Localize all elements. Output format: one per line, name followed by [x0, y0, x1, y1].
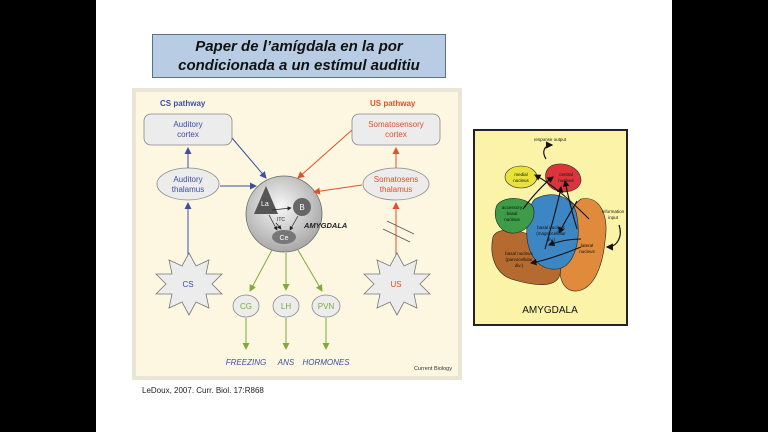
- medial-nucleus: [504, 165, 538, 189]
- ce-nucleus: [272, 230, 296, 244]
- information-input-label-2: input: [608, 215, 619, 220]
- amygdala-nuclei-diagram: response output medial nucleus central n…: [473, 129, 628, 326]
- amygdala-label: AMYGDALA: [303, 221, 347, 230]
- somatosensory-cortex-label-1: Somatosensory: [368, 120, 424, 129]
- basal-magnocellular-label-3: div.): [547, 237, 556, 242]
- la-to-ce-arrow: [268, 214, 278, 231]
- lateral-to-central-arrow: [562, 179, 578, 230]
- amygdala-title: AMYGDALA: [522, 305, 578, 316]
- pathway-break-mark-2: [382, 228, 411, 243]
- lateral-to-basal-arrow: [547, 238, 582, 247]
- auditory-thalamus-label-1: Auditory: [173, 175, 202, 184]
- hormones-label: HORMONES: [302, 358, 350, 367]
- slide-title: Paper de l’amígdala en la por condiciona…: [152, 34, 446, 78]
- basal-magnocellular-label-2: (magnocellular: [536, 231, 566, 236]
- somatosensory-thalamus-label-1: Somatosens: [374, 175, 418, 184]
- pathway-break-mark-1: [386, 220, 415, 235]
- la-nucleus: [254, 186, 278, 214]
- cs-pathway-label: CS pathway: [160, 99, 206, 108]
- response-output-arrow: [543, 141, 554, 160]
- somatosensory-thalamus-label-2: thalamus: [380, 185, 412, 194]
- response-output-label: response output: [534, 137, 567, 142]
- basal-parvocellular-label-1: basal nucleus: [505, 251, 533, 256]
- lh-label: LH: [281, 302, 291, 311]
- somatosensory-cortex-box: [351, 113, 441, 146]
- journal-label: Current Biology: [414, 366, 452, 372]
- pvn-node: [311, 294, 341, 318]
- auditory-cortex-label-2: cortex: [177, 130, 199, 139]
- b-label: B: [299, 203, 304, 212]
- us-stimulus-burst: [363, 252, 431, 316]
- medial-label-2: nucleus: [513, 178, 529, 183]
- cg-label: CG: [240, 302, 252, 311]
- cg-node: [232, 294, 260, 318]
- us-pathway-label: US pathway: [370, 99, 416, 108]
- medial-label-1: medial: [514, 172, 527, 177]
- auditory-cortex-to-amygdala-arrow: [231, 137, 267, 179]
- information-input-arrow: [605, 224, 621, 251]
- lh-node: [272, 294, 300, 318]
- accessory-to-central-arrow: [522, 176, 554, 210]
- title-line-1: Paper de l’amígdala en la por: [195, 38, 403, 55]
- fear-pathway-diagram: CS pathway US pathway Auditory cortex So…: [132, 88, 462, 380]
- auditory-cortex-label-1: Auditory: [173, 120, 202, 129]
- somatosensory-cortex-label-2: cortex: [385, 130, 407, 139]
- ce-to-cg-arrow: [249, 249, 273, 292]
- accessory-label-3: nucleus: [504, 217, 520, 222]
- b-to-ce-arrow: [289, 215, 299, 231]
- central-label-1: central: [559, 172, 573, 177]
- title-line-2: condicionada a un estímul auditiu: [178, 57, 420, 74]
- ans-label: ANS: [277, 358, 295, 367]
- la-label: La: [261, 201, 269, 208]
- basal-to-central-arrow: [544, 185, 564, 250]
- auditory-thalamus-label-2: thalamus: [172, 185, 204, 194]
- lateral-label-1: lateral: [581, 243, 593, 248]
- cs-label: CS: [182, 280, 193, 289]
- itc-label: ITC: [277, 217, 285, 223]
- central-nucleus: [545, 163, 582, 193]
- la-to-b-arrow: [271, 206, 292, 211]
- b-nucleus: [293, 198, 311, 216]
- lateral-to-medial-arrow: [534, 174, 590, 220]
- itc-arrow: [275, 222, 282, 230]
- citation: LeDoux, 2007. Curr. Biol. 17:R868: [142, 386, 264, 395]
- somatosensory-thalamus-to-amygdala-arrow: [313, 184, 363, 195]
- ce-label: Ce: [280, 235, 289, 242]
- pvn-label: PVN: [318, 302, 335, 311]
- slide: Paper de l’amígdala en la por condiciona…: [96, 0, 672, 432]
- cs-stimulus-burst: [155, 252, 223, 316]
- basal-magnocellular-label-1: basal nucleus: [537, 225, 565, 230]
- somatosensory-thalamus-node: [362, 167, 430, 201]
- auditory-thalamus-node: [156, 167, 220, 201]
- central-label-2: nucleus: [558, 178, 574, 183]
- freezing-label: FREEZING: [226, 358, 266, 367]
- lateral-to-magnocellular-arrow: [558, 200, 578, 234]
- basal-parvocellular-label-2: (parvocellular: [505, 257, 533, 262]
- basal-parvocellular-label-3: div.): [515, 263, 524, 268]
- somatosensory-cortex-to-amygdala-arrow: [297, 129, 353, 179]
- auditory-cortex-box: [143, 113, 233, 146]
- information-input-label-1: information: [602, 209, 625, 214]
- lateral-label-2: nucleus: [579, 249, 595, 254]
- accessory-label-2: basal: [507, 211, 518, 216]
- accessory-label-1: accessory: [502, 205, 523, 210]
- us-label: US: [390, 280, 401, 289]
- ce-to-pvn-arrow: [297, 249, 323, 292]
- lateral-to-parvocellular-arrow: [529, 246, 582, 266]
